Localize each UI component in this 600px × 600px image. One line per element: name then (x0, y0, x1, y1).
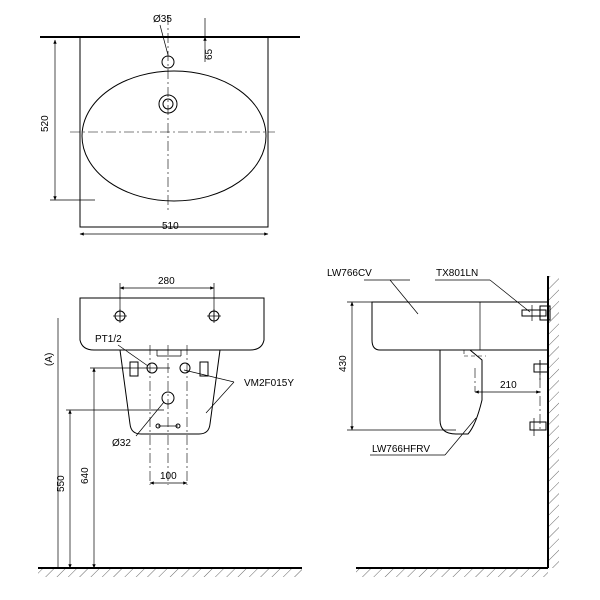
height-640-label: 640 (80, 467, 91, 484)
bracket-model-leader (489, 279, 531, 313)
hole-diameter-label: Ø35 (153, 14, 172, 25)
base-screw-left (155, 423, 161, 429)
basin-front-outline (79, 297, 265, 351)
side-pipe-fitting-lower (529, 418, 547, 436)
trap-leader-1 (183, 369, 235, 383)
pt-label: PT1/2 (95, 334, 122, 345)
height-ref-label: (A) (44, 353, 55, 366)
mounting-hole-left (113, 309, 127, 323)
front-view: 280 PT1/2 (A (38, 276, 302, 577)
base-screw-right (175, 423, 181, 429)
mounting-hole-right (207, 309, 221, 323)
side-view: 210 430 LW766CV TX801LN LW766HFRV (327, 268, 559, 577)
basin-side-outline (371, 301, 549, 351)
height-430-label: 430 (338, 355, 349, 372)
floor-hatch-front (38, 569, 302, 577)
pedestal-model-label: LW766HFRV (372, 444, 430, 455)
bracket-model-label: TX801LN (436, 268, 478, 279)
drain-hole-outer (158, 94, 178, 114)
tap-hole (161, 55, 175, 69)
basin-model-label: LW766CV (327, 268, 372, 279)
depth-label: 520 (40, 115, 51, 132)
trap-label: VM2F015Y (244, 378, 294, 389)
side-pipe-fitting-upper (533, 360, 549, 380)
water-supply-pipe-right (179, 361, 209, 377)
drain-diameter-leader (135, 401, 165, 437)
depth-210-label: 210 (500, 380, 517, 391)
wall-bracket (521, 305, 551, 321)
hole-offset-label: 65 (204, 48, 215, 60)
height-550-label: 550 (56, 475, 67, 492)
drain-hole-inner (162, 98, 174, 110)
bowl-outline (81, 70, 267, 202)
pedestal-front-outline (119, 349, 221, 435)
water-supply-pipe-left (129, 361, 158, 377)
pt-leader (117, 344, 149, 367)
floor-hatch-side (356, 569, 548, 577)
trap-leader-2 (205, 381, 235, 414)
basin-model-leader (389, 279, 419, 315)
pedestal-side-outline (439, 349, 483, 435)
hole-leader (159, 24, 169, 56)
top-view: Ø35 65 520 510 (40, 14, 300, 236)
drain-width-label: 100 (160, 471, 177, 482)
pedestal-model-leader (444, 417, 477, 456)
hole-spacing-label: 280 (158, 276, 175, 287)
drain-diameter-label: Ø32 (112, 438, 131, 449)
width-label: 510 (162, 221, 179, 232)
wall-hatch (549, 276, 559, 568)
